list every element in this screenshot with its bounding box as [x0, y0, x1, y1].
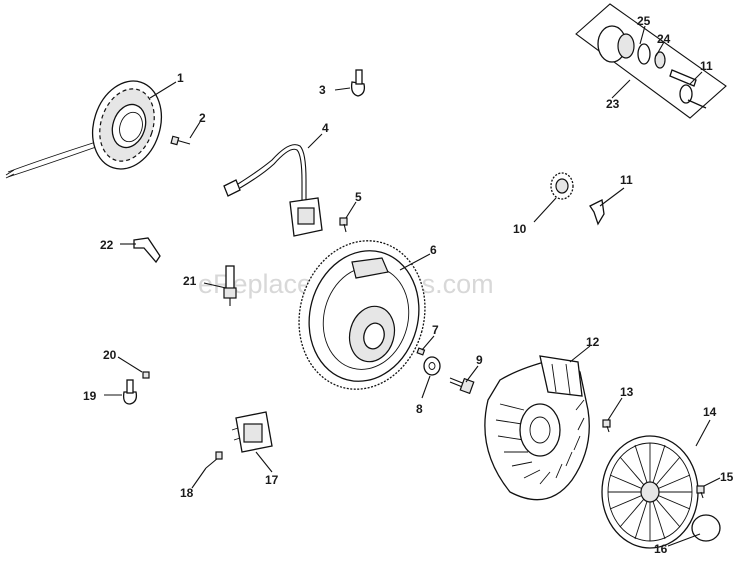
callout-labels: 1 2 3 4 5 6 7 8 9 10 11 11 12 13 14 15 1…: [83, 14, 734, 556]
part-21-spark-plug: [223, 265, 237, 306]
part-20-nut: [142, 371, 150, 379]
part-9-bolt: [449, 377, 475, 395]
part-8-washer: [423, 356, 441, 376]
callout-21: 21: [183, 274, 197, 288]
part-12-blower-housing: [484, 355, 590, 501]
callout-12: 12: [586, 335, 600, 349]
callout-11-top: 11: [700, 59, 713, 73]
part-18-screw: [205, 451, 223, 469]
part-22-bracket: [133, 237, 161, 264]
part-6-flywheel: [298, 240, 426, 390]
callout-23: 23: [606, 97, 620, 111]
part-23-key-switch-group: [575, 3, 727, 119]
callout-20: 20: [103, 348, 117, 362]
callout-16: 16: [654, 542, 668, 556]
callout-1: 1: [177, 71, 184, 85]
part-17-rectifier: [231, 411, 273, 453]
part-4-ignition-module: [223, 144, 323, 237]
callout-13: 13: [620, 385, 634, 399]
leader-lines: [104, 25, 721, 547]
callout-19: 19: [83, 389, 97, 403]
callout-6: 6: [430, 243, 437, 257]
part-1-stator: [5, 80, 162, 179]
callout-7: 7: [432, 323, 439, 337]
callout-3: 3: [319, 83, 326, 97]
part-13-screw: [602, 419, 611, 433]
part-2-screw: [170, 135, 191, 146]
part-14-grille-screen: [601, 435, 699, 549]
callout-22: 22: [100, 238, 114, 252]
callout-15: 15: [720, 470, 734, 484]
callout-2: 2: [199, 111, 206, 125]
part-3-clip: [350, 69, 366, 97]
part-10-starter-gear: [550, 172, 574, 200]
part-16-decal: [691, 514, 721, 542]
callout-9: 9: [476, 353, 483, 367]
callout-5: 5: [355, 190, 362, 204]
part-11-clip: [589, 199, 605, 226]
callout-24: 24: [657, 32, 671, 46]
callout-17: 17: [265, 473, 279, 487]
callout-11-mid: 11: [620, 173, 633, 187]
callout-4: 4: [322, 121, 329, 135]
callout-14: 14: [703, 405, 717, 419]
callout-25: 25: [637, 14, 651, 28]
callout-8: 8: [416, 402, 423, 416]
part-15-screw: [696, 485, 705, 499]
part-19-clip: [122, 379, 138, 405]
callout-18: 18: [180, 486, 194, 500]
callout-10: 10: [513, 222, 527, 236]
part-5-screw: [339, 217, 348, 233]
